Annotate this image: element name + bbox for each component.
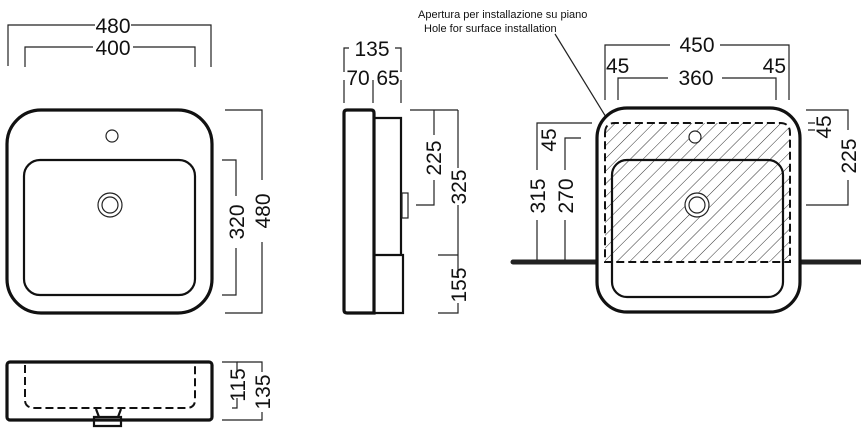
bottom-view: 115 135 [5,360,275,428]
dim-45-offset-right: 45 [813,115,836,138]
dim-45-offset-left: 45 [538,128,561,151]
bowl-outline [22,158,197,297]
dim-70: 70 [346,67,369,90]
dim-400-width: 400 [95,37,130,60]
dim-480-height: 480 [252,193,275,228]
side-view: 135 70 65 225 325 155 [342,38,471,315]
dim-115: 115 [227,368,250,401]
annotation-english: Hole for surface installation [424,23,557,35]
dim-225-right: 225 [838,138,861,173]
dim-225: 225 [423,140,446,175]
dim-45-left: 45 [606,55,629,78]
dim-325: 325 [448,169,471,204]
dim-65: 65 [376,67,399,90]
front-view: 480 400 480 320 [5,15,275,315]
annotation-italian: Apertura per installazione su piano [418,9,587,21]
dim-450: 450 [679,34,714,57]
dim-45-right: 45 [763,55,786,78]
dim-315: 315 [527,178,550,213]
install-view: 450 360 45 45 315 270 45 45 225 [510,34,861,314]
dim-320-height: 320 [226,204,249,239]
tap-hole-icon [105,129,119,143]
dim-155: 155 [448,267,471,302]
drain-icon [97,192,123,218]
basin-outline [5,108,214,315]
tap-hole-icon [688,130,702,144]
dim-270: 270 [555,178,578,213]
dim-480-width: 480 [95,15,130,38]
dim-360: 360 [678,67,713,90]
drain-spigot [401,192,409,219]
dim-135-depth: 135 [354,38,389,61]
dim-135-bottom: 135 [252,374,275,409]
